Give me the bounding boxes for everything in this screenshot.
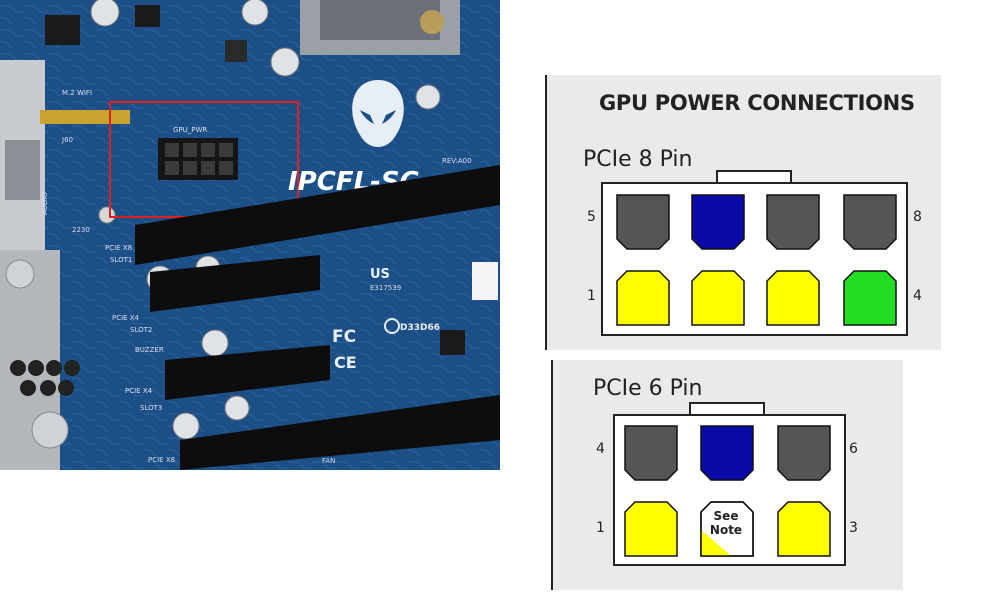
motherboard-photo: M.2 WIFI J60 2230 AUDIO GPU_PWR IPCFL-SC… xyxy=(0,0,500,470)
fan-label: FAN xyxy=(322,457,335,465)
fc-mark: FC xyxy=(332,327,356,347)
slot-label: PCIE X8 xyxy=(105,244,132,252)
pin-number: 8 xyxy=(913,209,922,225)
chip xyxy=(440,330,465,355)
pcie8-connector: 5 8 1 4 xyxy=(587,170,922,336)
dell-code: D33D66 xyxy=(400,323,440,333)
pin-number: 3 xyxy=(849,520,858,536)
screw xyxy=(420,10,444,34)
inductor xyxy=(225,40,247,62)
alien-logo xyxy=(352,80,404,147)
slot-label: PCIE X4 xyxy=(125,387,153,395)
ul-mark-text: US xyxy=(370,267,390,282)
pin-top xyxy=(777,425,831,481)
pin-top xyxy=(624,425,678,481)
barcode-label xyxy=(472,262,498,300)
pin-bottom-outline xyxy=(700,501,754,557)
m2-slot xyxy=(40,110,130,124)
pin-bottom xyxy=(691,270,745,326)
connector-latch xyxy=(716,170,792,184)
pin-number: 5 xyxy=(587,209,596,225)
ul-number: E317539 xyxy=(370,284,401,292)
pin-number: 6 xyxy=(849,441,858,457)
chip xyxy=(135,5,160,27)
gpu-pwr-silkscreen: GPU_PWR xyxy=(173,126,207,134)
board-rev: REV:A00 xyxy=(442,157,472,165)
pin-bottom xyxy=(624,501,678,557)
pcie6-connector: 4 6 1 3 See Note xyxy=(596,402,858,566)
pin-number: 4 xyxy=(913,288,922,304)
pcie8-label: PCIe 8 Pin xyxy=(583,147,693,172)
pin-number: 4 xyxy=(596,441,605,457)
pin-bottom xyxy=(843,270,897,326)
slot-label: PCIE X8 xyxy=(148,456,175,464)
slot-label: SLOT1 xyxy=(110,256,132,264)
chip xyxy=(45,15,80,45)
pin-number: 1 xyxy=(587,288,596,304)
pcie-slots xyxy=(135,165,500,470)
diagram-title: GPU POWER CONNECTIONS xyxy=(599,91,915,115)
slot-label: SLOT3 xyxy=(140,404,162,412)
black-capacitors xyxy=(10,360,80,396)
ref-2230: 2230 xyxy=(72,226,90,234)
ref-j60: J60 xyxy=(61,136,73,144)
pcie-6pin-panel: PCIe 6 Pin 4 6 1 3 See Note xyxy=(551,360,903,590)
slot-label: PCIE X4 xyxy=(112,314,140,322)
m2-label: M.2 WIFI xyxy=(62,89,92,97)
pin-note-yellow-half xyxy=(701,530,731,556)
pin-top xyxy=(843,194,897,250)
mount-hole xyxy=(98,206,116,224)
audio-label: AUDIO xyxy=(41,192,49,215)
pcie-8pin-panel: GPU POWER CONNECTIONS PCIe 8 Pin 5 8 1 4 xyxy=(545,75,941,350)
pin-bottom xyxy=(616,270,670,326)
ce-mark: CE xyxy=(334,353,357,372)
slot-label: BUZZER xyxy=(135,346,164,354)
connector-latch xyxy=(689,402,765,416)
slot-label: SLOT2 xyxy=(130,326,152,334)
dell-logo xyxy=(384,318,400,334)
note-text: Note xyxy=(710,523,742,537)
pcie6-label: PCIe 6 Pin xyxy=(593,376,703,401)
pin-bottom xyxy=(766,270,820,326)
pin-top xyxy=(766,194,820,250)
pin-number: 1 xyxy=(596,520,605,536)
pin-top xyxy=(616,194,670,250)
note-text: See xyxy=(714,509,739,523)
pin-bottom xyxy=(777,501,831,557)
pin-top xyxy=(691,194,745,250)
pin-top xyxy=(700,425,754,481)
